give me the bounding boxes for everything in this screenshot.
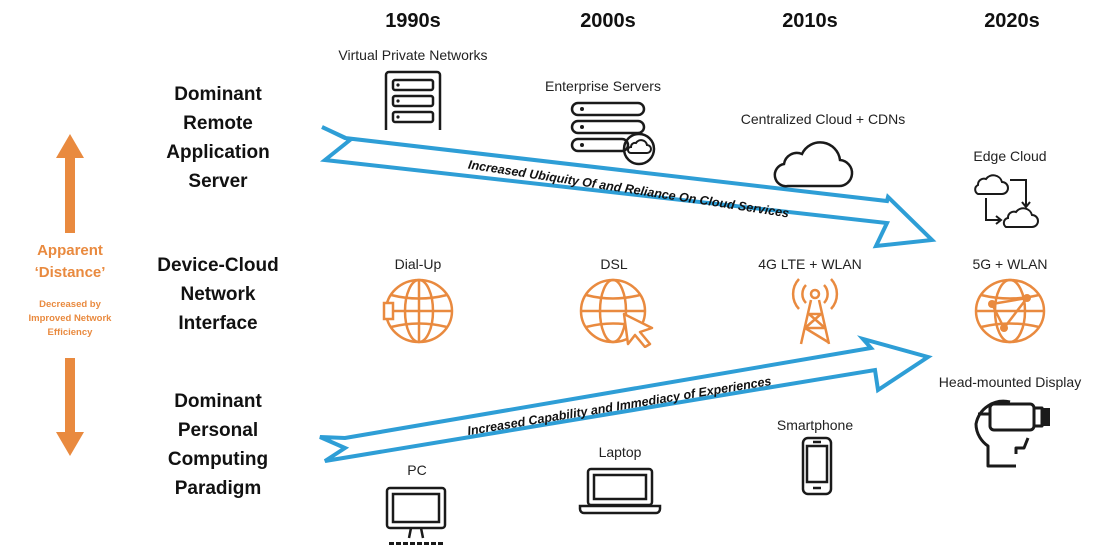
label-4g-lte: 4G LTE + WLAN <box>758 256 862 272</box>
vr-headset-icon <box>974 399 1050 468</box>
globe-cursor-icon <box>579 278 654 348</box>
decade-2020s: 2020s <box>984 10 1040 32</box>
server-rack-icon <box>384 70 442 130</box>
row-label-computing: Dominant Personal Computing Paradigm <box>167 391 269 499</box>
label-hmd: Head-mounted Display <box>938 374 1082 390</box>
row-label-server: Dominant Remote Application Server <box>166 84 270 192</box>
label-vpn: Virtual Private Networks <box>338 47 488 63</box>
label-laptop: Laptop <box>598 444 642 460</box>
label-edge-cloud: Edge Cloud <box>973 148 1047 164</box>
globe-network-icon <box>974 278 1046 344</box>
label-5g: 5G + WLAN <box>972 256 1048 272</box>
double-arrow-icon <box>56 134 84 456</box>
desktop-pc-icon <box>385 486 447 545</box>
side-title: Apparent ‘Distance’ <box>34 242 106 281</box>
label-dial-up: Dial-Up <box>394 256 442 272</box>
cloud-icon <box>773 141 854 188</box>
edge-cloud-sync-icon <box>974 174 1039 228</box>
label-pc: PC <box>407 462 427 478</box>
smartphone-icon <box>801 436 833 496</box>
decade-1990s: 1990s <box>385 10 441 32</box>
side-subtitle: Decreased by Improved Network Efficiency <box>28 299 112 338</box>
label-dsl: DSL <box>600 256 628 272</box>
globe-icon <box>382 278 454 344</box>
laptop-icon <box>578 467 662 515</box>
bottom-arrow-label: Increased Capability and Immediacy of Ex… <box>466 374 772 438</box>
bottom-trend-arrow: Increased Capability and Immediacy of Ex… <box>319 335 933 463</box>
label-enterprise-servers: Enterprise Servers <box>545 78 661 94</box>
decade-2010s: 2010s <box>782 10 838 32</box>
label-centralized-cloud: Centralized Cloud + CDNs <box>740 111 906 127</box>
row-label-network: Device-Cloud Network Interface <box>157 255 279 334</box>
server-cloud-icon <box>570 101 656 166</box>
decade-2000s: 2000s <box>580 10 636 32</box>
label-smartphone: Smartphone <box>776 417 854 433</box>
antenna-tower-icon <box>791 278 839 345</box>
